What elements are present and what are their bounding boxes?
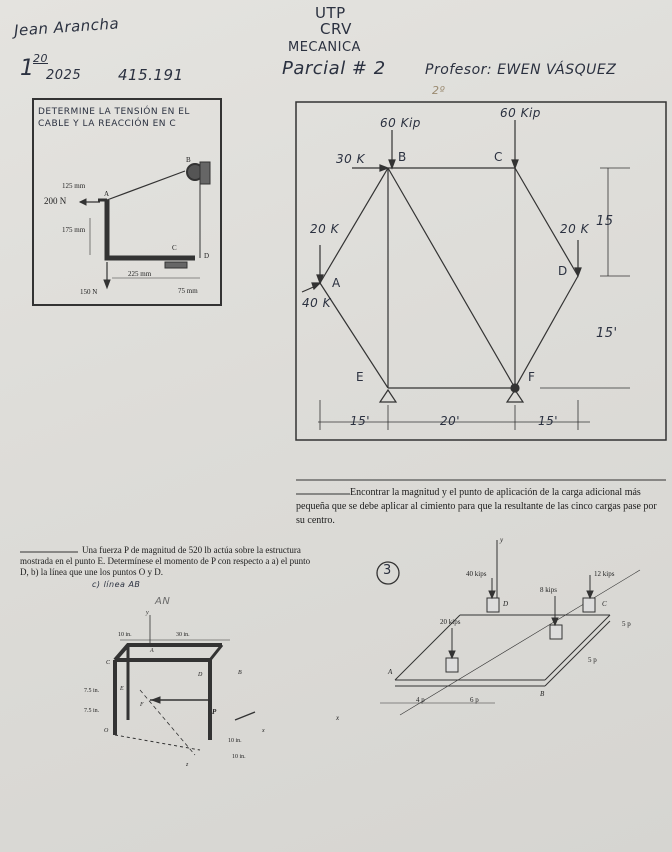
p1-load-200: 200 N — [44, 196, 67, 206]
p1-dim-125: 125 mm — [62, 182, 86, 190]
problem4-statement: Una fuerza P de magnitud de 520 lb actúa… — [20, 545, 311, 577]
p4-axis-x: x — [262, 728, 265, 734]
p1-pt-B: B — [186, 156, 191, 164]
p3-dim-5p: 5 p — [622, 620, 631, 628]
p1-pt-A: A — [104, 190, 110, 198]
p3-load-8: 8 kips — [540, 586, 557, 594]
p4-pt-A: A — [150, 648, 154, 654]
truss-dim-bot-20: 20' — [440, 414, 461, 428]
p4-pt-D: D — [198, 672, 203, 678]
p1-dim-75: 75 mm — [178, 287, 198, 295]
problem1-box — [32, 98, 222, 306]
p3-pt-C: C — [602, 600, 607, 608]
p3-dim-5p-b: 5 p — [588, 656, 597, 664]
problem3-number: 3 — [383, 563, 392, 578]
p4-pt-C: C — [106, 660, 111, 666]
p4-pt-E: E — [120, 686, 124, 692]
problem4-note2: AN — [155, 596, 171, 607]
p4-dim-75a: 7.5 in. — [84, 688, 100, 694]
date-superscript: 20 — [33, 52, 48, 65]
p1-pt-D: D — [204, 252, 210, 260]
truss-load-20k-right: 20 K — [560, 222, 589, 236]
problem3-figure — [376, 540, 641, 716]
p4-dim-30: 30 in. — [176, 632, 190, 638]
p4-dim-10c: 10 in. — [232, 754, 246, 760]
p3-load-20: 20 kips — [440, 618, 461, 626]
p3-axis-x: x — [336, 714, 340, 722]
problem4-figure — [113, 615, 256, 756]
p3-dim-6p: 6 p — [470, 696, 479, 704]
p1-dim-225: 225 mm — [128, 270, 152, 278]
professor-name: Profesor: EWEN VÁSQUEZ — [425, 62, 617, 78]
p3-load-12: 12 kips — [594, 570, 615, 578]
problem4-note: c) línea AB — [92, 580, 141, 589]
date-year: 2025 — [46, 68, 82, 83]
truss-node-E: E — [356, 370, 365, 384]
truss-node-A: A — [332, 276, 341, 290]
p4-dim-10b: 10 in. — [228, 738, 242, 744]
truss-node-D: D — [558, 264, 568, 278]
professor-sub: 2º — [432, 84, 446, 97]
truss-load-60-left: 60 Kip — [380, 116, 421, 130]
problem1-figure — [78, 161, 211, 290]
truss-node-C: C — [494, 150, 503, 164]
problem3-statement: Encontrar la magnitud y el punto de apli… — [296, 487, 657, 526]
p4-force-P: P — [212, 708, 217, 716]
p4-dim-75b: 7.5 in. — [84, 708, 100, 714]
p1-pt-C: C — [172, 244, 177, 252]
p3-pt-A: A — [388, 668, 393, 676]
p4-pt-F: F — [140, 702, 144, 708]
p4-pt-B: B — [238, 670, 242, 676]
truss-dim-15-lower: 15' — [596, 326, 618, 341]
truss-node-B: B — [398, 150, 407, 164]
truss-load-60-right: 60 Kip — [500, 106, 541, 120]
p1-load-150: 150 N — [80, 288, 98, 296]
truss-dim-15-right: 15 — [596, 214, 614, 229]
p3-pt-B: B — [540, 690, 545, 698]
p3-load-40: 40 kips — [466, 570, 487, 578]
truss-load-20k-left: 20 K — [310, 222, 339, 236]
student-code: 415.191 — [118, 66, 184, 84]
p3-dim-4p: 4 p — [416, 696, 425, 704]
p4-dim-10: 10 in. — [118, 632, 132, 638]
problem1-statement: DETERMINE LA TENSIÓN EN EL CABLE Y LA RE… — [38, 107, 190, 129]
course-name: MECANICA — [288, 40, 361, 55]
campus: CRV — [320, 20, 352, 38]
p4-axis-y: y — [146, 610, 149, 616]
p4-axis-z: z — [186, 762, 189, 768]
truss-dim-bot-15-right: 15' — [538, 414, 559, 428]
p3-pt-D: D — [503, 600, 509, 608]
truss-dim-bot-15-left: 15' — [350, 414, 371, 428]
date-day: 1 — [20, 56, 35, 81]
truss-box — [295, 101, 667, 441]
truss-node-F: F — [528, 370, 536, 384]
p3-axis-y: y — [500, 536, 504, 544]
truss-figure — [301, 120, 630, 430]
p1-dim-175: 175 mm — [62, 226, 86, 234]
exam-title: Parcial # 2 — [282, 58, 386, 79]
truss-load-40k: 40 K — [302, 296, 331, 310]
university: UTP — [315, 4, 346, 22]
p4-pt-O: O — [104, 728, 109, 734]
truss-load-30k: 30 K — [336, 152, 365, 166]
